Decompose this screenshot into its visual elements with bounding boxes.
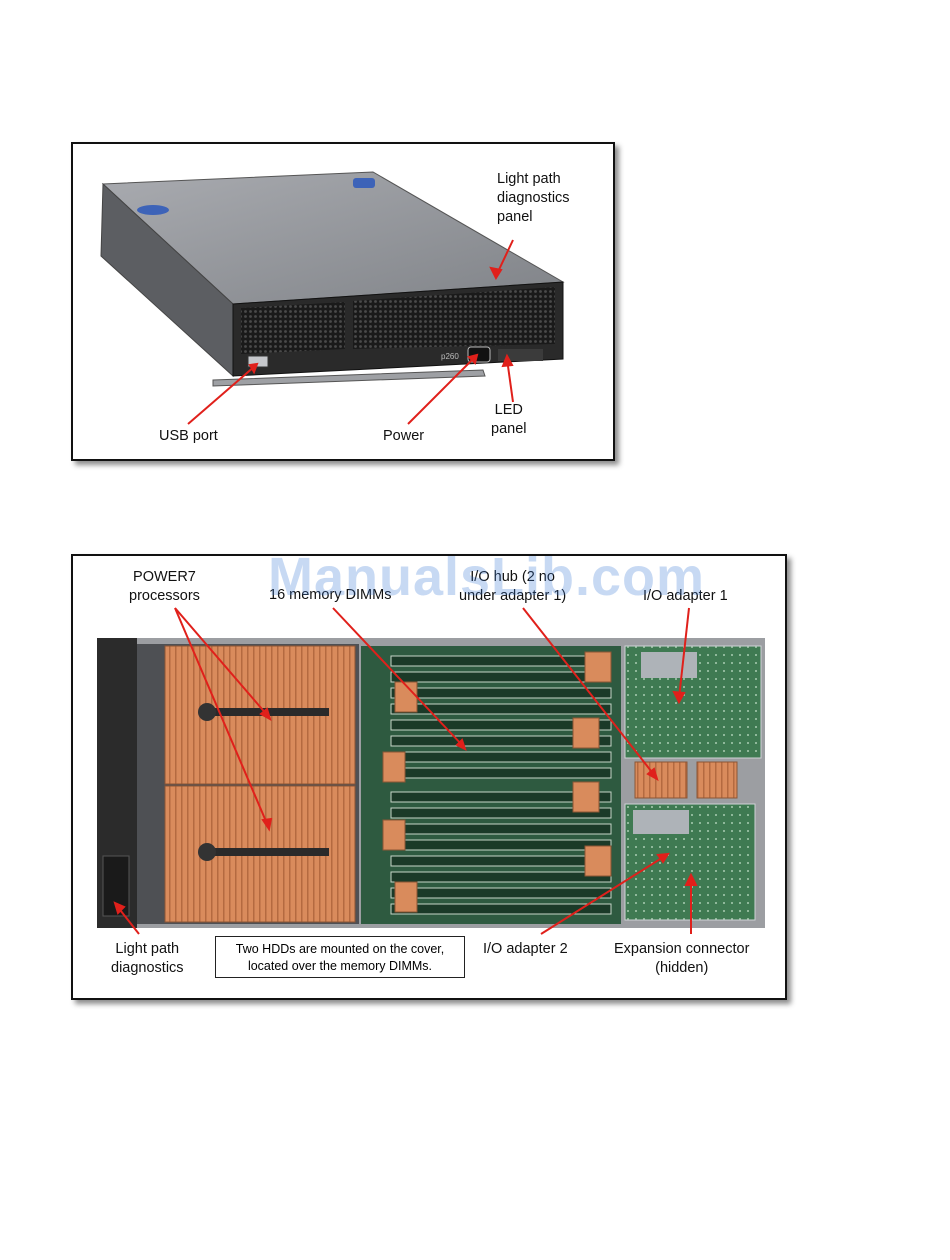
screw-1: [198, 703, 216, 721]
label-usb-port: USB port: [159, 427, 218, 446]
label-led-panel: LED panel: [491, 401, 526, 439]
label-io-adapter-2: I/O adapter 2: [483, 940, 568, 959]
screw-2: [198, 843, 216, 861]
blue-latch-right: [353, 178, 375, 188]
bezel-model-text: p260: [441, 352, 459, 361]
label-light-path-diagnostics: Light path diagnostics: [111, 940, 184, 978]
hdd-note: Two HDDs are mounted on the cover, locat…: [215, 936, 465, 978]
label-expansion-connector: Expansion connector (hidden): [614, 940, 749, 978]
blue-latch-left: [137, 205, 169, 215]
label-light-path-panel: Light path diagnostics panel: [497, 170, 570, 227]
figure-server-interior: POWER7 processors 16 memory DIMMs I/O hu…: [71, 554, 787, 1000]
io-hub-heatsink-1: [635, 762, 687, 798]
io-adapter-2-heatsink: [633, 810, 689, 834]
left-vent: [241, 302, 345, 354]
server-interior-illustration: [73, 556, 785, 998]
label-processors: POWER7 processors: [129, 568, 200, 606]
watermark-text: ManualsLib.com: [268, 546, 705, 608]
heatsink-clamp-2: [199, 848, 329, 856]
label-power: Power: [383, 427, 424, 446]
io-hub-heatsink-2: [697, 762, 737, 798]
figure-server-exterior: p260 Light path diagnostics panel USB po…: [71, 142, 615, 461]
io-adapter-1-heatsink: [641, 652, 697, 678]
